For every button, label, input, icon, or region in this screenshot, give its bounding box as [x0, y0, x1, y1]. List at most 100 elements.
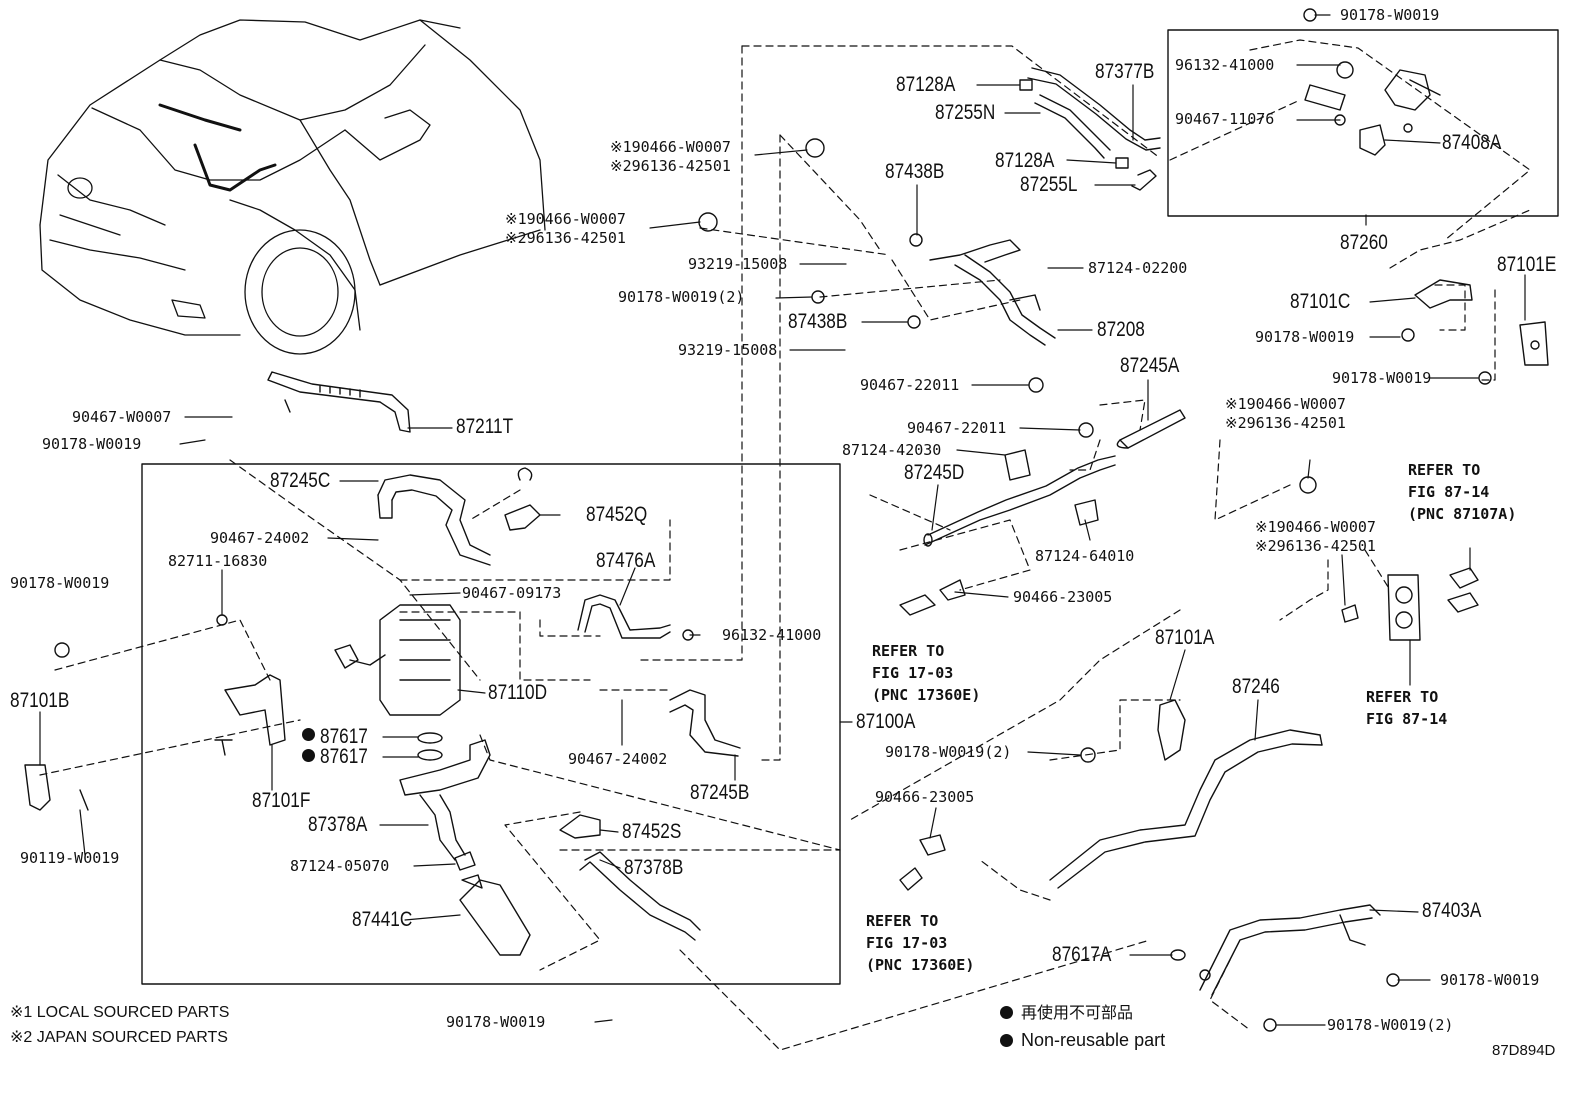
part-label[interactable]: 90178-W0019(2): [618, 288, 745, 306]
part-label[interactable]: 87377B: [1095, 60, 1155, 83]
part-label[interactable]: 90178-W0019: [1255, 328, 1355, 346]
part-label[interactable]: 87110D: [488, 681, 548, 704]
part-label[interactable]: 93219-15008: [688, 255, 788, 273]
leader-lines: [39, 14, 1526, 1026]
bracket-87452S: [559, 814, 601, 839]
part-label[interactable]: 96136-42501: [1276, 537, 1376, 555]
part-label[interactable]: 87101C: [1290, 290, 1351, 313]
part-label[interactable]: 90467-11076: [1175, 110, 1275, 128]
part-label[interactable]: 87101A: [1155, 626, 1215, 649]
part-label[interactable]: 90467-W0007: [72, 408, 172, 426]
part-label[interactable]: 87101E: [1497, 253, 1557, 276]
muffler-87441C: [459, 874, 531, 956]
hose-87245B: [669, 689, 741, 757]
part-label[interactable]: 87403A: [1422, 899, 1482, 922]
clamp-87124-64010: [1074, 499, 1099, 526]
legend-en: Non-reusable part: [1000, 1031, 1165, 1049]
part-label[interactable]: 90467-24002: [568, 750, 668, 768]
hose-87211T: [267, 371, 411, 433]
part-label[interactable]: 87124-42030: [842, 441, 942, 459]
part-label[interactable]: 90467-24002: [210, 529, 310, 547]
reference-note[interactable]: REFER TO FIG 87-14: [1366, 688, 1448, 728]
part-label[interactable]: 87441C: [352, 908, 413, 931]
legend-jp: 再使用不可部品: [1000, 1005, 1133, 1021]
part-label[interactable]: 82711-16830: [168, 552, 268, 570]
part-label[interactable]: 90466-W0007: [631, 138, 731, 156]
part-label-non-reusable[interactable]: 87617: [320, 745, 368, 768]
part-label[interactable]: 87124-64010: [1035, 547, 1135, 565]
part-label[interactable]: 87438B: [788, 310, 848, 333]
part-label[interactable]: 87476A: [596, 549, 656, 572]
pipe-ref-17-03-a: [899, 579, 966, 616]
part-label[interactable]: 90178-W0019(2): [885, 743, 1012, 761]
part-label[interactable]: 90178-W0019: [1440, 971, 1540, 989]
part-label[interactable]: 87378B: [624, 856, 684, 879]
part-label[interactable]: 87124-02200: [1088, 259, 1188, 277]
hose-87378B: [579, 851, 701, 941]
part-label[interactable]: 87246: [1232, 675, 1280, 698]
part-label[interactable]: 96136-42501: [1246, 414, 1346, 432]
part-label[interactable]: 90467-22011: [860, 376, 960, 394]
part-label[interactable]: 87101F: [252, 789, 311, 812]
footnote-japan: ※2 JAPAN SOURCED PARTS: [10, 1029, 228, 1046]
part-label[interactable]: 87128A: [995, 149, 1055, 172]
mark-1: ※1: [505, 210, 527, 228]
mark-2: ※2: [610, 157, 632, 175]
part-label[interactable]: 90466-23005: [875, 788, 975, 806]
part-label[interactable]: 87408A: [1442, 131, 1502, 154]
ref-87-14-parts: [1341, 567, 1479, 641]
part-label[interactable]: 87245A: [1120, 354, 1180, 377]
part-label[interactable]: 87100A: [856, 710, 916, 733]
bracket-87101B: [24, 642, 89, 811]
part-label[interactable]: 87245D: [904, 461, 965, 484]
part-label[interactable]: 90178-W0019: [10, 574, 110, 592]
part-label[interactable]: 87452Q: [586, 503, 648, 526]
legend-dot: [1000, 1034, 1013, 1047]
part-label[interactable]: 87255N: [935, 101, 996, 124]
part-label[interactable]: 90466-W0007: [1246, 395, 1346, 413]
marked-part-group: ※190466-W0007 ※296136-42501: [610, 138, 731, 176]
assembly-87260-parts: [1304, 61, 1441, 156]
part-label[interactable]: 87101B: [10, 689, 70, 712]
part-label[interactable]: 96136-42501: [631, 157, 731, 175]
part-label[interactable]: 87245B: [690, 781, 750, 804]
part-label[interactable]: 90178-W0019: [446, 1013, 546, 1031]
reference-note[interactable]: REFER TO FIG 17-03 (PNC 17360E): [872, 642, 981, 704]
part-label[interactable]: 90466-W0007: [526, 210, 626, 228]
assembly-box-87100A: [141, 463, 841, 985]
hose-87246: [1049, 729, 1323, 889]
part-label[interactable]: 90178-W0019: [42, 435, 142, 453]
part-label[interactable]: 87438B: [885, 160, 945, 183]
part-label[interactable]: 90467-09173: [462, 584, 562, 602]
part-label[interactable]: 87617A: [1052, 943, 1112, 966]
part-label[interactable]: 87378A: [308, 813, 368, 836]
part-label[interactable]: 93219-15008: [678, 341, 778, 359]
part-label[interactable]: 87128A: [896, 73, 956, 96]
mark-1: ※1: [610, 138, 632, 156]
part-label[interactable]: 96132-41000: [722, 626, 822, 644]
mark-2: ※2: [1255, 537, 1277, 555]
part-label[interactable]: 96136-42501: [526, 229, 626, 247]
part-label[interactable]: 90466-23005: [1013, 588, 1113, 606]
part-label[interactable]: 87245C: [270, 469, 331, 492]
part-label-non-reusable[interactable]: 87617: [320, 725, 368, 748]
part-label[interactable]: 87208: [1097, 318, 1145, 341]
part-label[interactable]: 87452S: [622, 820, 682, 843]
reference-note[interactable]: REFER TO FIG 17-03 (PNC 17360E): [866, 912, 975, 974]
part-label[interactable]: 90178-W0019: [1340, 6, 1440, 24]
part-label[interactable]: 87255L: [1020, 173, 1078, 196]
bracket-87101F: [214, 614, 286, 756]
part-label[interactable]: 87211T: [456, 415, 514, 438]
part-label[interactable]: 96132-41000: [1175, 56, 1275, 74]
reference-note[interactable]: REFER TO FIG 87-14 (PNC 87107A): [1408, 461, 1517, 523]
part-label[interactable]: 87260: [1340, 231, 1388, 254]
orings-87617: [417, 732, 443, 761]
part-label[interactable]: 90467-22011: [907, 419, 1007, 437]
pipe-87476A: [577, 594, 694, 641]
part-label[interactable]: 90178-W0019: [1332, 369, 1432, 387]
part-label[interactable]: 87124-05070: [290, 857, 390, 875]
part-label[interactable]: 90119-W0019: [20, 849, 120, 867]
pipe-87403A: [1199, 904, 1400, 1032]
part-label[interactable]: 90178-W0019(2): [1327, 1016, 1454, 1034]
part-label[interactable]: 90466-W0007: [1276, 518, 1376, 536]
